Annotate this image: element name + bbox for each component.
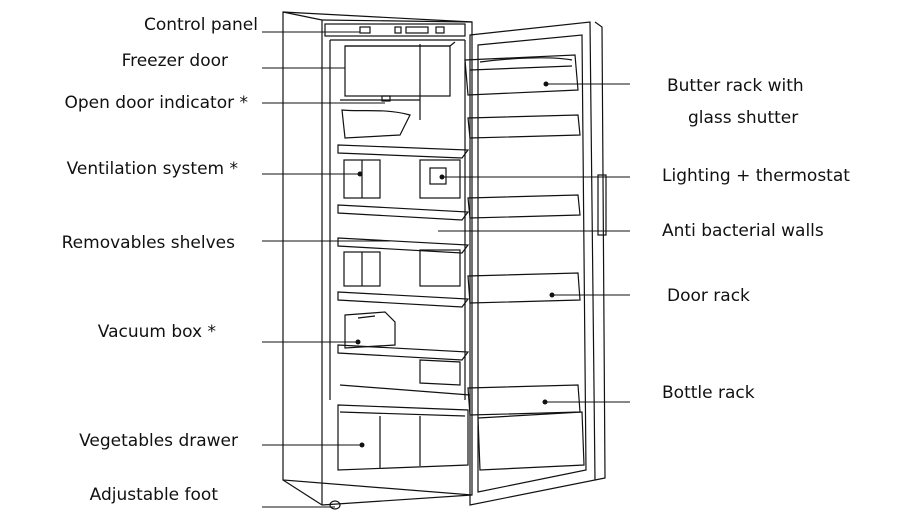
open-door	[469, 21, 606, 506]
label-ventilation-system: Ventilation system *	[66, 159, 238, 179]
control-panel	[324, 23, 466, 37]
label-vacuum-box: Vacuum box *	[97, 322, 216, 342]
label-butter-rack-line2: glass shutter	[688, 108, 799, 128]
lower-compartment	[343, 249, 461, 287]
label-anti-bacterial-walls: Anti bacterial walls	[662, 221, 824, 241]
label-removable-shelves: Removables shelves	[61, 233, 235, 253]
open-door-indicator-area	[340, 95, 420, 139]
interior-shelves	[337, 144, 470, 361]
label-open-door-indicator: Open door indicator *	[64, 93, 248, 113]
leader-lines	[262, 31, 630, 508]
vacuum-box-shape	[344, 311, 396, 349]
label-bottle-rack: Bottle rack	[662, 383, 755, 403]
door-lower-panel	[477, 411, 585, 471]
rear-lower-section	[339, 359, 471, 396]
cabinet-body	[282, 11, 473, 506]
label-butter-rack-line1: Butter rack with	[667, 76, 804, 96]
door-racks	[467, 114, 581, 416]
label-vegetables-drawer: Vegetables drawer	[79, 431, 238, 451]
ventilation-unit	[343, 159, 461, 199]
freezer-compartment	[344, 41, 456, 120]
label-lighting-thermostat: Lighting + thermostat	[662, 166, 850, 186]
label-door-rack: Door rack	[667, 286, 750, 306]
butter-rack-shape	[464, 54, 579, 96]
vegetables-drawer-shape	[337, 404, 469, 471]
label-control-panel: Control panel	[143, 15, 258, 35]
label-adjustable-foot: Adjustable foot	[89, 485, 218, 505]
label-freezer-door: Freezer door	[121, 51, 228, 71]
